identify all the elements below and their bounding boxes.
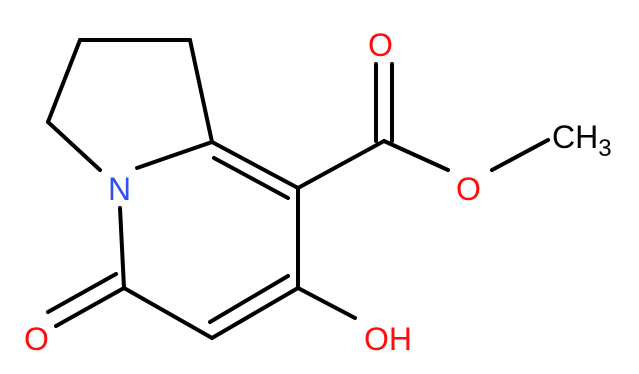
bond-c3-c4-double <box>212 156 290 200</box>
bond-c8-o-ketone <box>54 286 126 328</box>
bond-c7-n <box>46 120 102 172</box>
bond-c5-c6 <box>210 286 300 340</box>
hydroxyl-label: OH <box>364 321 412 357</box>
bond-c4-c-ester <box>296 139 386 190</box>
bond-c3-c4 <box>210 140 300 190</box>
ester-oxygen-label: O <box>456 171 481 207</box>
bond-c5-c6-double <box>208 274 290 324</box>
bond-c5-oh <box>296 286 357 320</box>
nitrogen-label: N <box>108 171 131 207</box>
bond-c-o-ester <box>382 139 450 172</box>
bond-c1-c7 <box>46 38 82 124</box>
methyl-text: CH <box>552 119 598 155</box>
bond-o-ch3 <box>490 138 550 172</box>
carbonyl-oxygen-label: O <box>368 27 393 63</box>
methyl-subscript: 3 <box>598 135 611 162</box>
ketone-oxygen-label: O <box>24 321 49 357</box>
bond-n-c3 <box>135 140 214 170</box>
methyl-label: CH3 <box>552 119 612 162</box>
bond-c2-c3 <box>188 38 214 144</box>
bond-c6-c8 <box>122 286 214 340</box>
bond-n-c8 <box>118 206 126 290</box>
bond-c8-o-ketone-double <box>46 272 118 314</box>
